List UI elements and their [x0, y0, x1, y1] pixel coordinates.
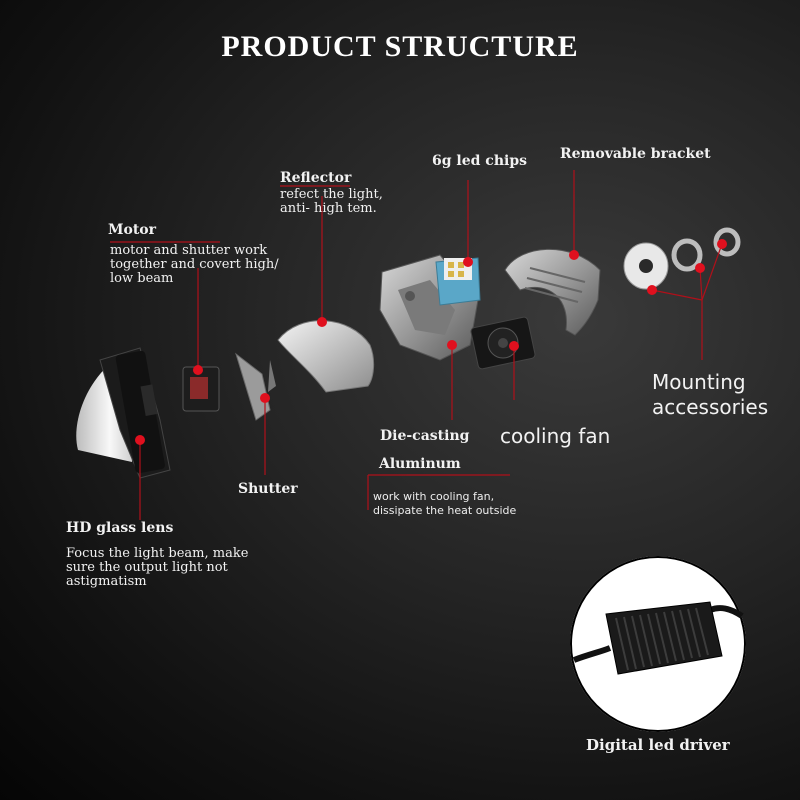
driver-label: Digital led driver — [586, 736, 730, 754]
reflector-illustration — [277, 320, 375, 393]
marker-dots — [135, 239, 727, 445]
mounting-label: Mounting accessories — [652, 370, 769, 419]
driver-inset — [570, 556, 746, 732]
aluminum-label: Aluminum — [379, 456, 461, 472]
leader-lines — [110, 170, 723, 520]
led-driver-illustration — [572, 601, 744, 675]
fan-illustration — [470, 316, 536, 370]
cooling-fan-label: cooling fan — [500, 424, 611, 448]
shutter-illustration — [235, 352, 276, 421]
lens-description: Focus the light beam, make sure the outp… — [66, 546, 249, 589]
lens-label: HD glass lens — [66, 520, 174, 536]
mounting-illustration — [623, 227, 741, 290]
motor-label: Motor — [108, 222, 157, 238]
bracket-label: Removable bracket — [560, 146, 711, 162]
reflector-description: refect the light, anti- high tem. — [280, 187, 383, 216]
die-casting-description: work with cooling fan, dissipate the hea… — [373, 490, 517, 517]
led-chips-label: 6g led chips — [432, 153, 527, 169]
motor-illustration — [182, 366, 220, 412]
led-chip-illustration — [435, 257, 481, 306]
reflector-label: Reflector — [280, 170, 352, 186]
die-casting-label: Die-casting — [380, 428, 470, 444]
bracket-illustration — [504, 248, 601, 336]
lens-illustration — [76, 347, 171, 479]
page-title: PRODUCT STRUCTURE — [221, 30, 579, 63]
motor-description: motor and shutter work together and cove… — [110, 243, 279, 286]
shutter-label: Shutter — [238, 481, 298, 497]
